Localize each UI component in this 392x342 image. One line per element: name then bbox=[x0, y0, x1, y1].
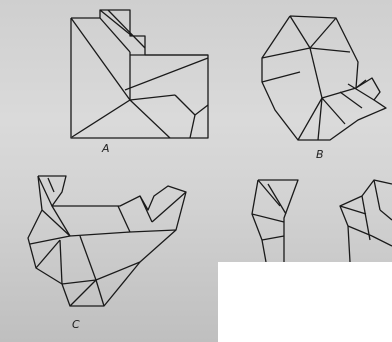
figure-d-line bbox=[361, 195, 371, 241]
figure-b-line bbox=[261, 71, 301, 83]
figure-d-outline bbox=[251, 179, 267, 263]
figure-c bbox=[27, 175, 187, 307]
figure-c-line bbox=[41, 209, 71, 237]
figure-a-line bbox=[71, 99, 131, 138]
figure-d-outline bbox=[258, 179, 299, 262]
figure-a-line bbox=[129, 99, 171, 139]
figure-a-line bbox=[70, 17, 131, 101]
figure-a-line bbox=[99, 17, 131, 53]
figure-b-line bbox=[289, 15, 311, 49]
blank-patch bbox=[218, 262, 392, 342]
figure-c-line bbox=[69, 231, 131, 237]
figure-d-line bbox=[347, 225, 373, 237]
figure-a-line bbox=[107, 9, 146, 49]
figure-d-line bbox=[371, 235, 392, 247]
figure-d-line bbox=[251, 213, 285, 223]
figure-d-line bbox=[339, 205, 367, 215]
figure-d-outline bbox=[339, 179, 392, 263]
figure-c-line bbox=[151, 191, 187, 223]
figure-b-line bbox=[321, 87, 357, 99]
figure-b-line bbox=[261, 47, 311, 59]
figure-a-outline bbox=[70, 9, 209, 139]
figure-label-b: B bbox=[316, 148, 324, 161]
figure-a-line bbox=[124, 57, 209, 91]
figure-c-line bbox=[129, 229, 177, 233]
figure-a-line bbox=[99, 9, 133, 37]
figure-c-line bbox=[117, 205, 131, 233]
figure-b-line bbox=[309, 47, 323, 99]
figure-b-line bbox=[317, 97, 323, 141]
figure-b-line bbox=[339, 91, 363, 109]
figure-d-line bbox=[373, 179, 381, 211]
figure-label-a: A bbox=[102, 142, 110, 155]
figure-b-line bbox=[355, 79, 367, 89]
figure-a-line bbox=[194, 104, 209, 116]
figure-c-line bbox=[29, 235, 71, 245]
figure-d bbox=[251, 179, 392, 263]
figure-c-line bbox=[69, 279, 97, 307]
figure-b-line bbox=[347, 83, 375, 101]
figure-c-line bbox=[51, 205, 71, 237]
figure-a-line bbox=[174, 94, 196, 116]
figure-d-line bbox=[261, 235, 285, 241]
figure-c-line bbox=[79, 235, 97, 281]
figure-a-line bbox=[189, 114, 196, 139]
figure-c-line bbox=[47, 177, 55, 193]
figure-a bbox=[70, 9, 209, 139]
figure-label-c: C bbox=[72, 318, 80, 331]
figure-b-line bbox=[321, 97, 346, 125]
figure-b bbox=[261, 15, 387, 141]
figure-a-line bbox=[129, 94, 176, 101]
figure-c-line bbox=[95, 279, 105, 307]
figure-c-line bbox=[59, 239, 63, 285]
figure-b-outline bbox=[261, 15, 387, 141]
figure-c-line bbox=[35, 239, 61, 269]
figure-c-line bbox=[95, 261, 141, 281]
figure-c-line bbox=[37, 175, 53, 207]
figure-d-line bbox=[379, 209, 392, 221]
figure-b-line bbox=[309, 47, 351, 53]
figure-d-line bbox=[267, 183, 287, 215]
figure-c-outline bbox=[27, 175, 187, 307]
figure-c-line bbox=[61, 279, 97, 285]
figure-c-line bbox=[139, 195, 153, 223]
figure-b-line bbox=[297, 97, 323, 141]
figure-b-line bbox=[309, 17, 337, 49]
figure-d-line bbox=[257, 179, 281, 207]
